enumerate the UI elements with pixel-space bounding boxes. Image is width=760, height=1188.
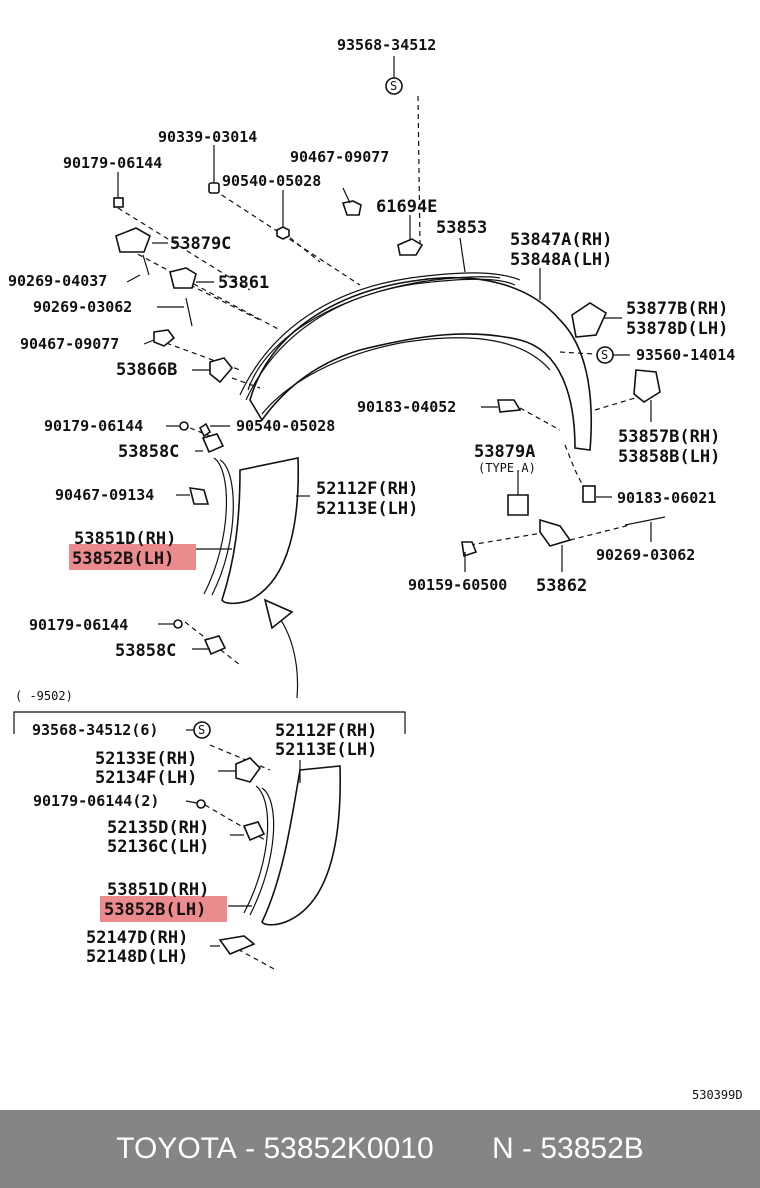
label-90269-03062-a: 90269-03062 (33, 298, 132, 316)
s-symbol-icon-top: S (385, 77, 403, 95)
label-90339-03014: 90339-03014 (158, 128, 257, 146)
footer-gap (434, 1132, 492, 1166)
exploded-parts-diagram: S S S 93568-34512 90339-03014 90179-061 (8, 36, 743, 1102)
highlight-53852b-lower (100, 896, 227, 922)
label-52134f: 52134F(LH) (95, 768, 197, 788)
label-53848a: 53848A(LH) (510, 250, 612, 270)
label-53879c: 53879C (170, 234, 231, 254)
label-53847a: 53847A(RH) (510, 230, 612, 250)
diagram-id: 530399D (692, 1088, 743, 1102)
footer-brand: TOYOTA (116, 1132, 237, 1165)
label-53866b: 53866B (116, 360, 177, 380)
label-52112f-a: 52112F(RH) (316, 479, 418, 499)
label-90183-04052: 90183-04052 (357, 398, 456, 416)
label-type-a: (TYPE A) (478, 461, 536, 475)
label-53878d: 53878D(LH) (626, 319, 728, 339)
label-53858c-b: 53858C (115, 641, 176, 661)
s-symbol-icon-right: S (596, 346, 614, 364)
label-90179-06144-a: 90179-06144 (63, 154, 162, 172)
label-52135d: 52135D(RH) (107, 818, 209, 838)
label-90179-06144-b: 90179-06144 (44, 417, 143, 435)
label-53852b-b: 53852B(LH) (104, 900, 206, 920)
label-90467-09077-a: 90467-09077 (290, 148, 389, 166)
mudguard-lower (243, 765, 342, 926)
label-53857b: 53857B(RH) (618, 427, 720, 447)
label-52133e: 52133E(RH) (95, 749, 197, 769)
label-range: ( -9502) (15, 689, 73, 703)
label-53879a: 53879A (474, 442, 535, 462)
label-61694e: 61694E (376, 197, 437, 217)
svg-text:S: S (601, 348, 608, 362)
svg-text:S: S (198, 723, 205, 737)
label-53858c-a: 53858C (118, 442, 179, 462)
label-52113e-a: 52113E(LH) (316, 499, 418, 519)
label-90540-05028-a: 90540-05028 (222, 172, 321, 190)
label-90269-03062-b: 90269-03062 (596, 546, 695, 564)
label-90159-60500: 90159-60500 (408, 576, 507, 594)
footer-ref: N - 53852B (492, 1132, 644, 1165)
range-bracket (13, 711, 406, 734)
label-53877b: 53877B(RH) (626, 299, 728, 319)
footer-part-number: 53852K0010 (263, 1132, 434, 1165)
label-90179-06144-c: 90179-06144 (29, 616, 128, 634)
label-90179-06144-2: 90179-06144(2) (33, 792, 159, 810)
label-52112f-b: 52112F(RH) (275, 721, 377, 741)
label-52148d: 52148D(LH) (86, 947, 188, 967)
footer-separator: - (236, 1132, 264, 1165)
label-93568-34512-6: 93568-34512(6) (32, 721, 158, 739)
label-53851d-b: 53851D(RH) (107, 880, 209, 900)
direction-arrow-head (263, 598, 294, 630)
molding-strip-53853 (247, 276, 501, 391)
label-53862: 53862 (536, 576, 587, 596)
label-52113e-b: 52113E(LH) (275, 740, 377, 760)
label-52147d: 52147D(RH) (86, 928, 188, 948)
label-90183-06021: 90183-06021 (617, 489, 716, 507)
label-90467-09134: 90467-09134 (55, 486, 154, 504)
label-53858b: 53858B(LH) (618, 447, 720, 467)
label-52136c: 52136C(LH) (107, 837, 209, 857)
label-90467-09077-b: 90467-09077 (20, 335, 119, 353)
label-53853: 53853 (436, 218, 487, 238)
label-90540-05028-b: 90540-05028 (236, 417, 335, 435)
highlight-53852b-upper (69, 544, 196, 570)
footer-bar: TOYOTA - 53852K0010 N - 53852B (0, 1110, 760, 1188)
s-symbol-icon-lower: S (193, 721, 211, 739)
label-53851d-a: 53851D(RH) (74, 529, 176, 549)
label-90269-04037: 90269-04037 (8, 272, 107, 290)
label-93560-14014: 93560-14014 (636, 346, 735, 364)
label-53861: 53861 (218, 273, 269, 293)
fastener-parts (113, 182, 666, 955)
mudguard-upper (203, 457, 300, 605)
svg-text:S: S (390, 79, 397, 93)
label-93568-34512: 93568-34512 (337, 36, 436, 54)
label-53852b-a: 53852B(LH) (72, 549, 174, 569)
direction-arrow (274, 611, 299, 699)
